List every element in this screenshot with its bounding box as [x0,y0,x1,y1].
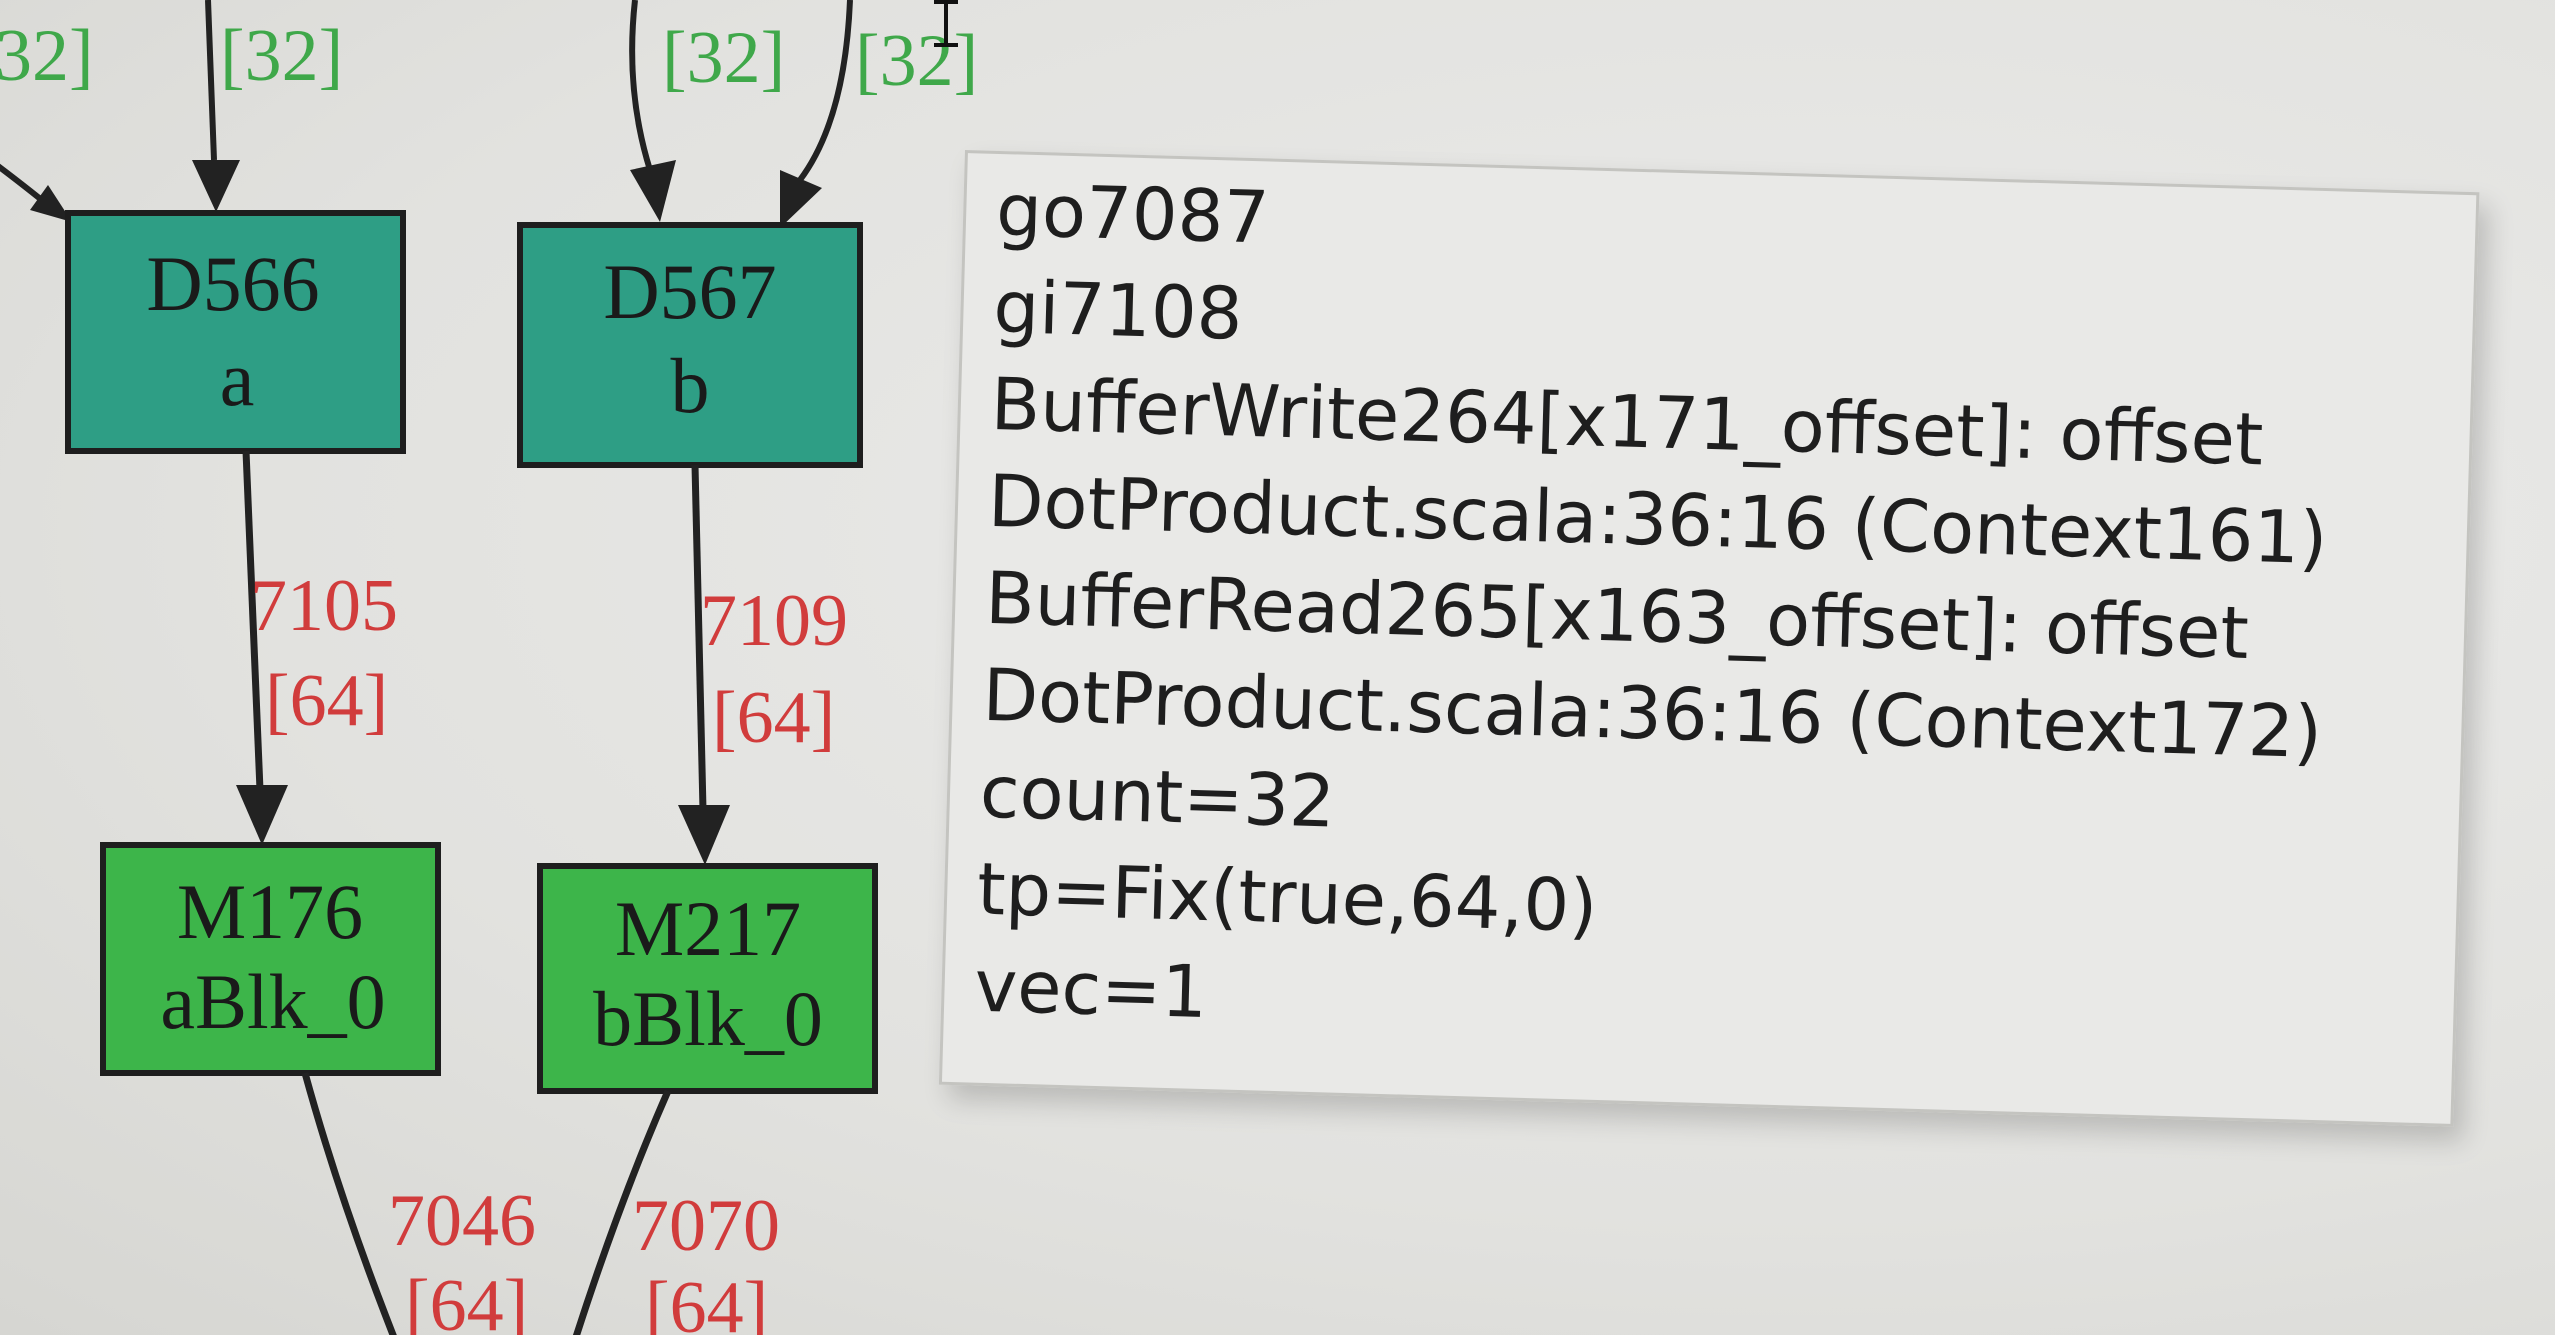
edge-label-m217-out-width: [64] [645,1267,768,1335]
text-cursor-icon [934,0,958,47]
edge-into-d566-top [205,0,217,161]
edge-label-into-d566: [32] [220,15,343,97]
edge-label-top-left-partial: 32] [0,15,94,97]
arrowhead-into-d567-a [630,160,676,222]
edge-label-m176-out-id: 7046 [388,1180,536,1262]
edge-into-d567-b [797,0,853,182]
node-m176[interactable]: M176 aBlk_0 [100,842,441,1076]
edge-m217-out [572,1089,672,1335]
node-m217-title: M217 [615,885,801,972]
node-d566[interactable]: D566 a [65,210,406,454]
arrowhead-d566-to-m176 [236,785,288,845]
edge-label-into-d567-a: [32] [662,17,785,99]
edge-d566-to-m176 [242,450,264,791]
edge-label-m176-out-width: [64] [405,1265,528,1335]
edge-into-d567-a [629,0,653,171]
node-m217-subtitle: bBlk_0 [593,975,823,1062]
node-info-tooltip: go7087 gi7108 BufferWrite264[x171_offset… [938,150,2480,1127]
edge-label-d567-m217-width: [64] [712,677,835,759]
arrowhead-d567-to-m217 [678,805,730,865]
edge-label-d566-m176-width: [64] [265,660,388,742]
node-d566-subtitle: a [220,335,255,422]
edge-label-m217-out-id: 7070 [632,1185,780,1267]
node-d567[interactable]: D567 b [517,222,863,468]
node-m176-title: M176 [177,868,363,955]
arrowhead-into-d566-top [192,160,240,212]
edge-label-into-d567-b: [32] [855,20,978,102]
node-m176-subtitle: aBlk_0 [160,958,385,1045]
edge-label-d567-m217-id: 7109 [700,580,848,662]
arrowhead-into-d566-left [30,185,72,222]
edge-d567-to-m217 [691,464,707,811]
node-m217[interactable]: M217 bBlk_0 [537,863,878,1094]
edge-m176-out [301,1072,397,1335]
arrowhead-into-d567-b [780,170,822,228]
edge-label-d566-m176-id: 7105 [250,565,398,647]
node-d567-title: D567 [603,248,776,335]
node-d567-subtitle: b [671,342,710,429]
node-d566-title: D566 [146,240,319,327]
